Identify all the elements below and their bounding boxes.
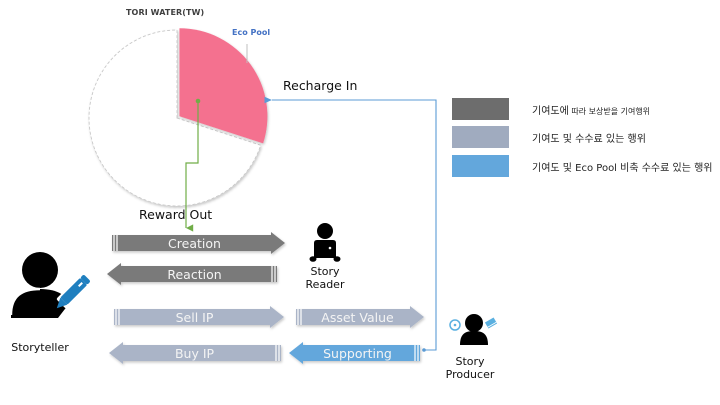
pie-chart <box>88 28 268 207</box>
story-reader-label-line1: Story <box>310 265 340 278</box>
reward-out-label: Reward Out <box>139 207 213 222</box>
legend-item-fee-activity: 기여도 및 수수료 있는 행위 <box>452 126 646 148</box>
legend-item-reward-contribution: 기여도에 따라 보상받을 기여행위 <box>452 98 650 120</box>
legend-label: 기여도에 따라 보상받을 기여행위 <box>532 102 650 117</box>
buy-ip-arrow <box>109 342 281 364</box>
asset-value-arrow-label: Asset Value <box>321 310 394 325</box>
sell-ip-arrow-label: Sell IP <box>175 310 214 325</box>
pie-title: TORI WATER(TW) <box>126 8 205 17</box>
arrow-body <box>114 306 284 328</box>
arrow-body <box>289 342 420 364</box>
legend-swatch <box>452 126 509 148</box>
reward-out-line <box>185 101 199 232</box>
arrow-body <box>296 306 424 328</box>
arrow-body <box>107 263 277 285</box>
storyteller-label: Storyteller <box>11 341 69 354</box>
asset-value-arrow <box>296 306 424 328</box>
reaction-arrow <box>107 263 277 285</box>
legend-item-eco-pool-fee-activity: 기여도 및 Eco Pool 비축 수수료 있는 행위 <box>452 155 712 177</box>
story-producer-label-line2: Producer <box>445 368 495 381</box>
supporting-arrow-label: Supporting <box>323 346 392 361</box>
buy-ip-arrow-label: Buy IP <box>174 346 215 361</box>
legend-swatch <box>452 155 509 177</box>
story-reader-icon <box>309 223 341 262</box>
arrow-body <box>112 232 285 254</box>
creation-arrow <box>112 232 285 254</box>
pie-remainder-slice <box>88 29 262 207</box>
legend-swatch <box>452 98 509 120</box>
film-reel-icon <box>449 319 461 331</box>
story-reader-label-line2: Reader <box>305 278 345 291</box>
recharge-in-origin-dot <box>422 348 426 352</box>
storyteller-icon <box>9 252 91 318</box>
legend-label: 기여도 및 Eco Pool 비축 수수료 있는 행위 <box>532 162 713 174</box>
story-producer-label-line1: Story <box>455 355 485 368</box>
reward-out-origin-dot <box>195 98 201 104</box>
legend-label-main: 기여도에 <box>532 105 569 117</box>
story-producer-label: Story Producer <box>440 355 500 381</box>
story-producer-icon <box>449 314 498 345</box>
recharge-in-label: Recharge In <box>283 78 358 93</box>
pie-eco-pool-slice <box>179 28 268 144</box>
story-reader-label: Story Reader <box>300 265 350 291</box>
supporting-arrow <box>289 342 420 364</box>
creation-arrow-label: Creation <box>168 236 221 251</box>
legend-label: 기여도 및 수수료 있는 행위 <box>532 133 646 145</box>
recharge-in-line <box>264 96 437 351</box>
book-icon <box>484 317 498 329</box>
arrow-body <box>109 342 281 364</box>
eco-pool-label: Eco Pool <box>232 28 271 37</box>
legend-label-small: 따라 보상받을 기여행위 <box>568 106 651 116</box>
reaction-arrow-label: Reaction <box>167 267 222 282</box>
sell-ip-arrow <box>114 306 284 328</box>
